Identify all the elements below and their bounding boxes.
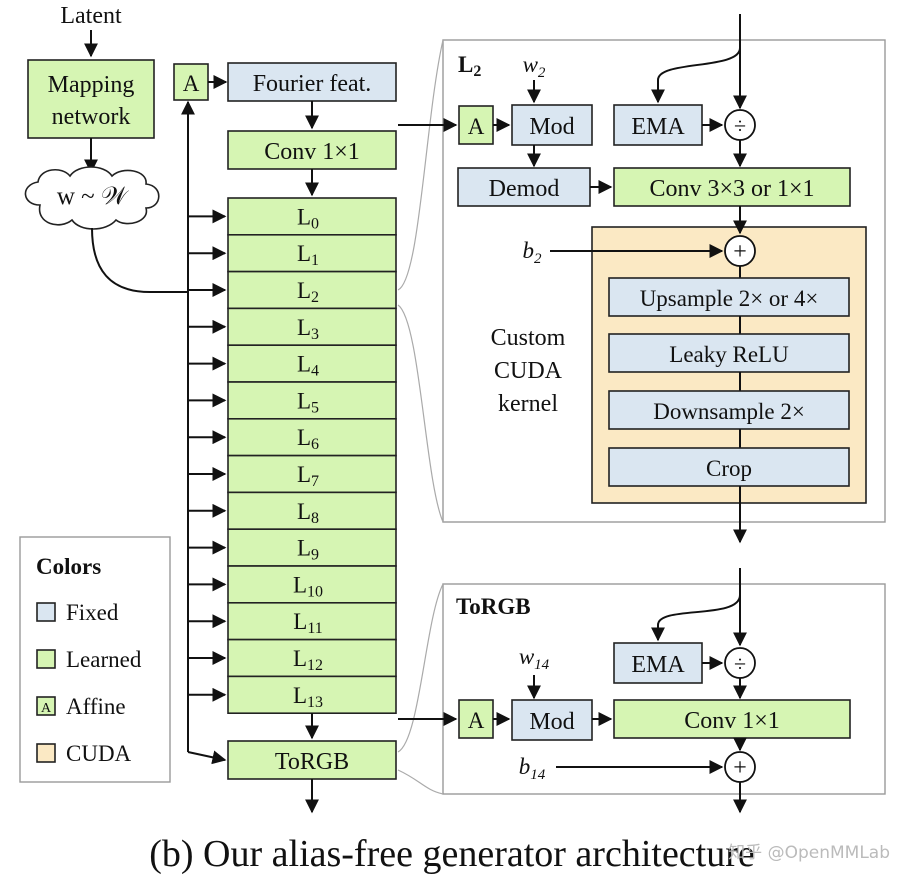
layer-box-7 [227, 454, 397, 494]
torgb-box-main [227, 740, 397, 780]
demod-label: Demod [489, 176, 560, 202]
layer-box-9 [227, 528, 397, 567]
affine-box-torgb [458, 699, 494, 739]
legend-label-affine: Affine [66, 694, 126, 719]
affine-label-main: A [183, 71, 200, 96]
crop-label: Crop [706, 456, 752, 481]
legend-swatch-fixed [36, 602, 56, 622]
conv3x3-box [613, 167, 851, 207]
plus-glyph-torgb: + [733, 755, 747, 781]
mod-box-l2 [511, 104, 593, 146]
conv1x1-label-torgb: Conv 1×1 [684, 708, 780, 734]
w-space-label: w ~ 𝒲 [57, 183, 129, 210]
fourier-features-box [227, 62, 397, 102]
downsample-box [608, 390, 850, 430]
layer-box-1 [227, 234, 397, 273]
mod-box-torgb [511, 699, 593, 741]
divide-glyph-l2: ÷ [734, 113, 746, 138]
affine-box-l2 [458, 105, 494, 145]
legend-label-cuda: CUDA [66, 741, 132, 766]
leaky-relu-box [608, 333, 850, 373]
legend-affine-glyph: A [41, 701, 52, 716]
conv1x1-box-torgb [613, 699, 851, 739]
layer-box-12 [227, 638, 397, 678]
layer-box-8 [227, 491, 397, 530]
ema-label-l2: EMA [631, 114, 685, 140]
conv1x1-box [227, 130, 397, 170]
layer-box-13 [227, 675, 397, 715]
layer-box-0 [227, 197, 397, 236]
legend-label-learned: Learned [66, 647, 142, 672]
conv1x1-label: Conv 1×1 [264, 139, 360, 165]
layer-box-3 [227, 307, 397, 346]
figure-caption: (b) Our alias-free generator architectur… [149, 833, 755, 875]
legend-label-fixed: Fixed [66, 600, 119, 625]
upsample-label: Upsample 2× or 4× [640, 286, 819, 311]
upsample-box [608, 277, 850, 317]
crop-box [608, 447, 850, 487]
layer-box-5 [227, 381, 397, 420]
layer-box-4 [227, 344, 397, 383]
latent-label: Latent [60, 3, 122, 29]
layer-box-6 [227, 417, 397, 457]
legend-title: Colors [36, 554, 101, 579]
mapping-label-1: Mapping [48, 72, 135, 98]
affine-label-l2: A [468, 114, 485, 139]
layer-box-11 [227, 601, 397, 641]
torgb-detail-panel [442, 583, 886, 795]
ema-box-torgb [613, 642, 703, 684]
downsample-label: Downsample 2× [653, 399, 805, 424]
legend-swatch-learned [36, 649, 56, 669]
fourier-features-label: Fourier feat. [253, 71, 372, 97]
custom-cuda-label-2: CUDA [494, 358, 563, 384]
plus-glyph-l2: + [733, 239, 747, 265]
w-space-cloud [24, 166, 160, 230]
affine-label-torgb: A [468, 708, 485, 733]
leaky-relu-label: Leaky ReLU [669, 342, 789, 367]
divide-glyph-torgb: ÷ [734, 651, 746, 676]
mod-label-torgb: Mod [529, 709, 574, 735]
ema-box-l2 [613, 104, 703, 146]
demod-box [457, 167, 591, 207]
torgb-panel-title: ToRGB [456, 594, 531, 619]
watermark: 知乎 @OpenMMLab [728, 843, 890, 863]
torgb-label-main: ToRGB [275, 749, 349, 775]
affine-box-main [173, 63, 209, 101]
custom-cuda-label-3: kernel [498, 391, 558, 417]
ema-label-torgb: EMA [631, 652, 685, 678]
custom-cuda-label-1: Custom [491, 325, 566, 351]
conv3x3-label: Conv 3×3 or 1×1 [649, 176, 814, 202]
legend-swatch-cuda [36, 743, 56, 763]
mapping-label-2: network [52, 104, 131, 130]
legend-swatch-affine [36, 696, 56, 716]
mod-label-l2: Mod [529, 114, 574, 140]
